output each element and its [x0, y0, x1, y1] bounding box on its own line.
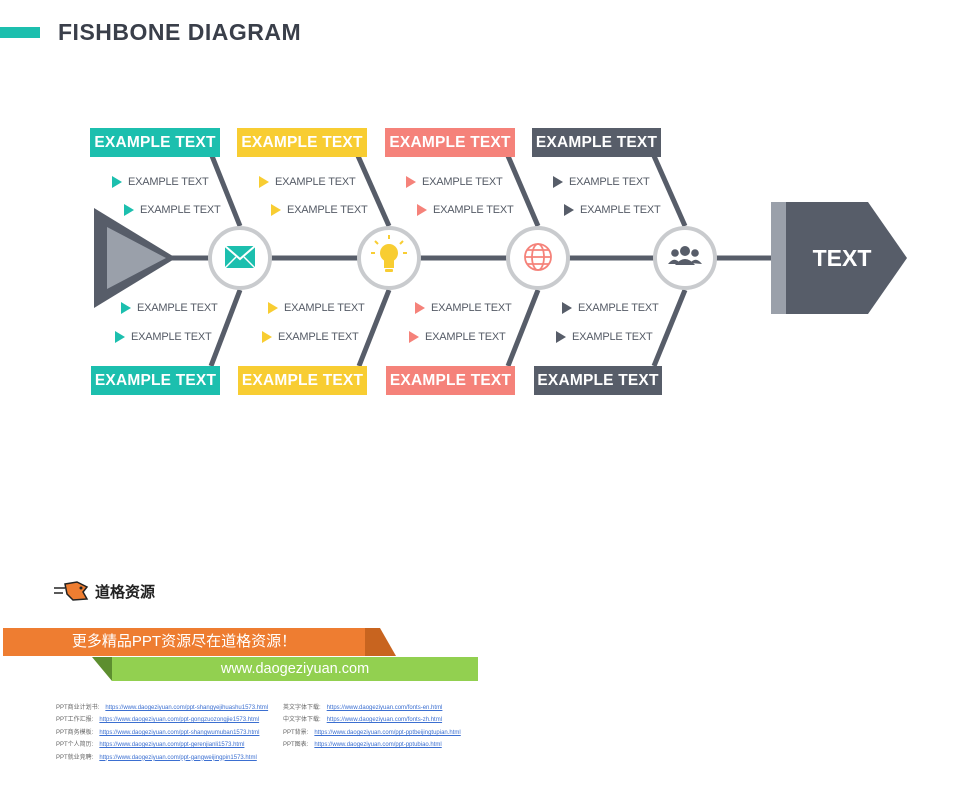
footer-link-row: 英文字体下载: https://www.daogeziyuan.com/fonts… [283, 702, 461, 714]
footer-links-right: 英文字体下载: https://www.daogeziyuan.com/fonts… [283, 702, 461, 752]
bone-bottom-4 [651, 289, 688, 367]
link-label: 英文字体下载: [283, 705, 321, 711]
footer-link[interactable]: https://www.daogeziyuan.com/ppt-shangwum… [99, 729, 260, 736]
list-item: EXAMPLE TEXT [112, 175, 209, 189]
top-label-1: EXAMPLE TEXT [90, 128, 220, 157]
bone-top-2 [355, 154, 392, 228]
bullet-triangle-icon [406, 176, 416, 189]
bottom-label-2: EXAMPLE TEXT [238, 366, 367, 395]
mail-icon [224, 245, 256, 269]
list-item: EXAMPLE TEXT [556, 330, 653, 344]
list-item: EXAMPLE TEXT [553, 175, 650, 189]
lightbulb-icon [371, 235, 407, 272]
link-label: PPT工作汇报: [56, 717, 94, 724]
link-label: PPT就业竞聘: [56, 754, 94, 761]
bullet-triangle-icon [553, 176, 563, 189]
link-label: 中文字体下载: [283, 717, 321, 724]
list-item: EXAMPLE TEXT [271, 203, 368, 217]
footer-link-row: 中文字体下载: https://www.daogeziyuan.com/fonts… [283, 714, 461, 726]
globe-icon [524, 243, 552, 271]
bottom-label-3: EXAMPLE TEXT [386, 366, 515, 395]
list-item: EXAMPLE TEXT [415, 301, 512, 315]
list-item: EXAMPLE TEXT [262, 330, 359, 344]
bottom-label-1: EXAMPLE TEXT [91, 366, 220, 395]
bullet-triangle-icon [271, 204, 281, 217]
list-item: EXAMPLE TEXT [562, 301, 659, 315]
bullet-triangle-icon [564, 204, 574, 217]
node-2 [357, 226, 421, 290]
footer-link-row: PPT个人简历: https://www.daogeziyuan.com/ppt-… [56, 739, 268, 751]
top-label-3: EXAMPLE TEXT [385, 128, 515, 157]
node-3 [506, 226, 570, 290]
bone-bottom-3 [505, 289, 541, 367]
title-accent-bar [0, 27, 40, 38]
list-item: EXAMPLE TEXT [115, 330, 212, 344]
bullet-triangle-icon [268, 302, 278, 315]
footer-link[interactable]: https://www.daogeziyuan.com/ppt-gongzuoz… [99, 717, 260, 724]
footer-link[interactable]: https://www.daogeziyuan.com/ppt-gerenjia… [99, 742, 245, 749]
footer-logo: 道格资源 [53, 579, 155, 603]
bullet-triangle-icon [409, 331, 419, 344]
footer-link[interactable]: https://www.daogeziyuan.com/fonts-zh.htm… [326, 717, 443, 724]
link-label: PPT商业计划书: [56, 705, 100, 711]
bullet-triangle-icon [121, 302, 131, 315]
people-icon [668, 246, 702, 265]
link-label: PPT商务模板: [56, 729, 94, 736]
head-label: TEXT [812, 245, 872, 271]
link-label: PPT图表: [283, 742, 309, 749]
bullet-triangle-icon [415, 302, 425, 315]
list-item: EXAMPLE TEXT [268, 301, 365, 315]
bullet-triangle-icon [115, 331, 125, 344]
top-label-2: EXAMPLE TEXT [237, 128, 367, 157]
bone-bottom-1 [208, 289, 243, 367]
bullet-triangle-icon [259, 176, 269, 189]
footer-link[interactable]: https://www.daogeziyuan.com/ppt-shangyej… [105, 705, 269, 711]
list-item: EXAMPLE TEXT [121, 301, 218, 315]
page-title: FISHBONE DIAGRAM [58, 19, 302, 45]
bullet-triangle-icon [556, 331, 566, 344]
link-label: PPT背景: [283, 729, 309, 736]
footer-link-row: PPT工作汇报: https://www.daogeziyuan.com/ppt-… [56, 714, 268, 726]
footer-link-row: PPT背景: https://www.daogeziyuan.com/ppt-pp… [283, 727, 461, 739]
top-label-4: EXAMPLE TEXT [532, 128, 661, 157]
footer-link[interactable]: https://www.daogeziyuan.com/ppt-pptbeiji… [314, 729, 461, 736]
bullet-triangle-icon [417, 204, 427, 217]
logo-mark-icon [54, 581, 89, 601]
list-item: EXAMPLE TEXT [564, 203, 661, 217]
bone-top-1 [209, 155, 243, 227]
list-item: EXAMPLE TEXT [259, 175, 356, 189]
footer-link-row: PPT商业计划书: https://www.daogeziyuan.com/ppt… [56, 702, 268, 714]
node-4 [653, 226, 717, 290]
footer-link-row: PPT图表: https://www.daogeziyuan.com/ppt-pp… [283, 739, 461, 751]
list-item: EXAMPLE TEXT [409, 330, 506, 344]
bone-top-3 [505, 155, 541, 227]
logo-text: 道格资源 [95, 583, 156, 601]
list-item: EXAMPLE TEXT [124, 203, 221, 217]
footer-links-left: PPT商业计划书: https://www.daogeziyuan.com/ppt… [56, 702, 268, 764]
bone-bottom-2 [356, 289, 392, 367]
tail-inner [107, 227, 166, 289]
head-arrow [786, 202, 907, 314]
footer-link[interactable]: https://www.daogeziyuan.com/fonts-en.htm… [326, 705, 443, 711]
bone-top-4 [651, 154, 688, 228]
footer-link[interactable]: https://www.daogeziyuan.com/ppt-pptubiao… [314, 742, 442, 749]
bullet-triangle-icon [262, 331, 272, 344]
list-item: EXAMPLE TEXT [417, 203, 514, 217]
bullet-triangle-icon [112, 176, 122, 189]
bottom-label-4: EXAMPLE TEXT [534, 366, 662, 395]
link-label: PPT个人简历: [56, 742, 94, 749]
node-1 [208, 226, 272, 290]
head-strip [771, 202, 789, 314]
footer-link-row: PPT就业竞聘: https://www.daogeziyuan.com/ppt-… [56, 752, 268, 764]
site-url-banner[interactable]: www.daogeziyuan.com [112, 657, 478, 681]
bullet-triangle-icon [562, 302, 572, 315]
bullet-triangle-icon [124, 204, 134, 217]
footer-link-row: PPT商务模板: https://www.daogeziyuan.com/ppt-… [56, 727, 268, 739]
promo-banner[interactable]: 更多精品PPT资源尽在道格资源！ [3, 628, 365, 656]
list-item: EXAMPLE TEXT [406, 175, 503, 189]
footer-link[interactable]: https://www.daogeziyuan.com/ppt-gangweij… [99, 754, 257, 761]
